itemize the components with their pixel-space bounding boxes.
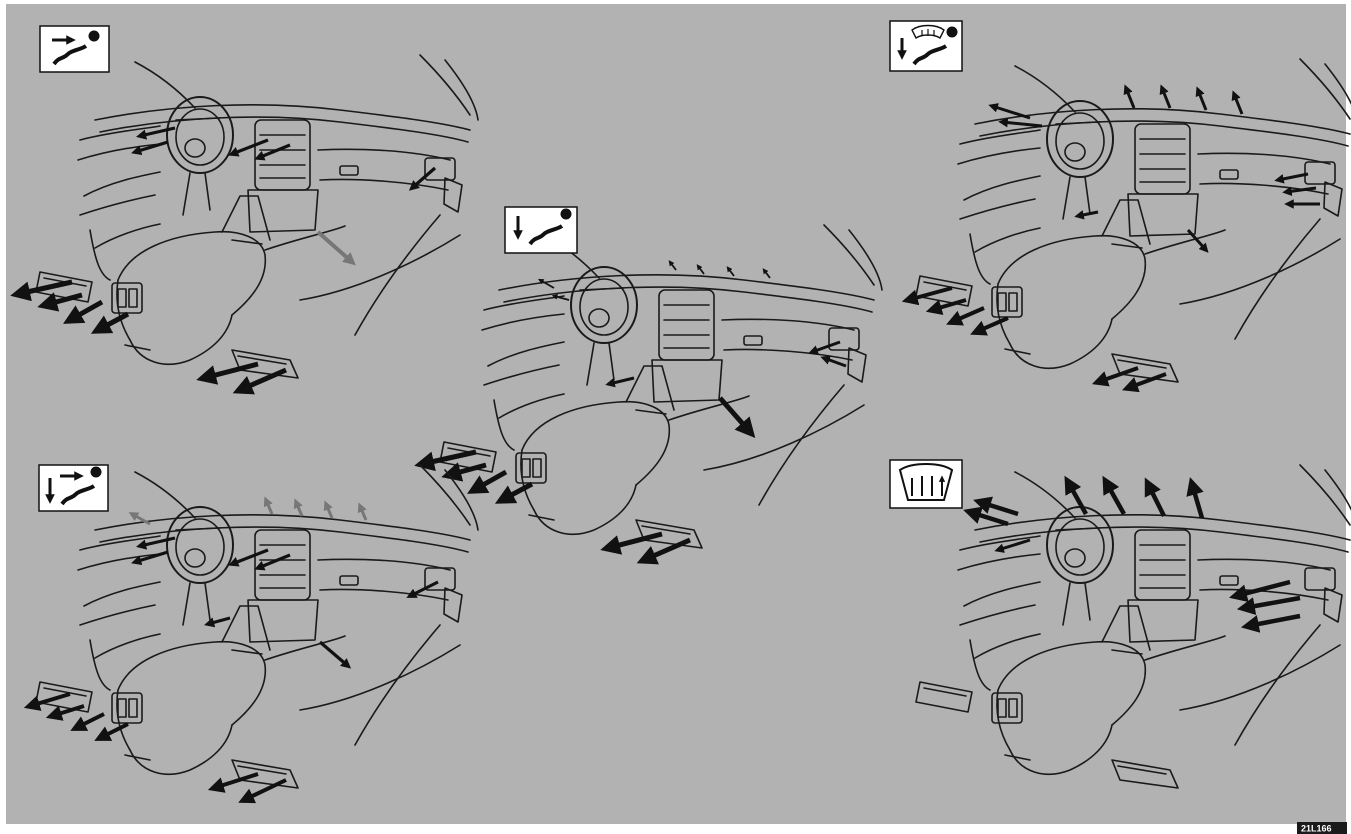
face-vent-mode-icon xyxy=(40,26,109,72)
bilevel-vent-mode-icon xyxy=(39,465,108,511)
feet-vent-mode-icon xyxy=(505,207,577,253)
figure-code-label: 21L166 xyxy=(1301,824,1332,834)
windshield-defrost-mode-icon xyxy=(890,460,962,508)
diagram-panel-area xyxy=(6,4,1346,824)
feet-defrost-mode-icon xyxy=(890,21,962,71)
